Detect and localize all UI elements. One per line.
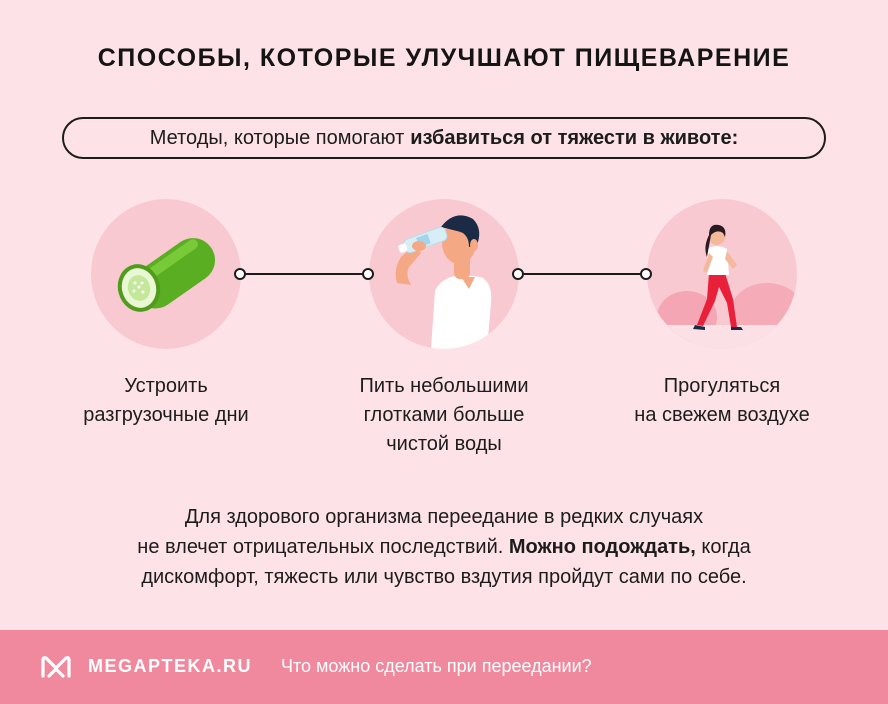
methods-banner: Методы, которые помогают избавиться от т… [62,117,826,159]
methods-banner-text: Методы, которые помогают [149,126,405,149]
megapteka-logo-icon [41,656,71,678]
info-paragraph: Для здорового организма переедание в ред… [137,506,751,588]
step-caption-unloading-days: Устроить разгрузочные дни [83,375,249,426]
methods-banner-emphasis: избавиться от тяжести в животе: [410,126,739,149]
step-caption-drink-water: Пить небольшими глотками больше чистой в… [359,375,529,455]
cucumber-circle [91,199,241,349]
drinking-circle [369,199,519,349]
connector-line [511,267,653,281]
footer-caption: Что можно сделать при переедании? [281,656,592,676]
cucumber-icon [117,238,216,312]
brand-link[interactable]: MEGAPTEKA.RU [88,656,253,676]
walking-circle [647,199,797,349]
drinking-water-icon [395,215,492,349]
step-caption-walk: Прогуляться на свежем воздухе [634,375,810,426]
page-title: СПОСОБЫ, КОТОРЫЕ УЛУЧШАЮТ ПИЩЕВАРЕНИЕ [97,44,791,72]
walking-woman-icon [647,224,797,349]
connector-line [233,267,375,281]
footer-bar: MEGAPTEKA.RU Что можно сделать при перее… [0,630,888,704]
